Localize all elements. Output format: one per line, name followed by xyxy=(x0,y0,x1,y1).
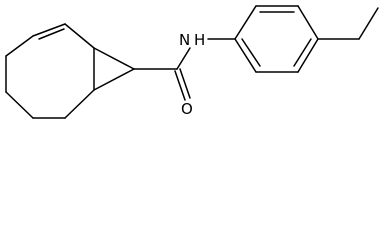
ring-bond-top-left xyxy=(32,23,66,37)
atom-label-hydrogen: H xyxy=(194,31,205,49)
bond-carbonyl-to-nitrogen xyxy=(176,47,191,70)
ethyl-group xyxy=(317,7,379,40)
ring-bond-upper-left xyxy=(5,35,34,57)
benzene-bond-6 xyxy=(234,38,257,73)
atom-label-oxygen: O xyxy=(181,100,193,118)
carbonyl-double-bond-left xyxy=(174,70,186,101)
benzene-inner-bond-right xyxy=(293,38,312,67)
benzene-inner-bond-left xyxy=(241,38,261,67)
ethyl-bond-2 xyxy=(358,7,379,40)
cyclooctene-ring xyxy=(5,23,95,119)
ring-bond-bottom-left xyxy=(5,91,34,119)
ring-bond-top-right xyxy=(64,23,95,49)
ring-bond-bottom-right xyxy=(64,89,95,119)
atom-label-nitrogen: N xyxy=(179,31,190,49)
cyclopropane-ring xyxy=(93,47,135,91)
carbonyl-double-bond-right xyxy=(179,68,191,99)
structure-canvas: N H O xyxy=(5,5,379,119)
benzene-bond-3 xyxy=(297,5,319,40)
chemical-structure-diagram: N H O xyxy=(5,5,379,119)
cyclopropane-bond-upper xyxy=(93,47,135,70)
benzene-ring xyxy=(234,5,319,73)
benzene-bond-1 xyxy=(234,5,257,40)
ring-double-bond-inner xyxy=(38,28,65,40)
amide-group xyxy=(133,38,236,101)
cyclopropane-bond-lower xyxy=(93,68,135,91)
benzene-bond-4 xyxy=(297,38,319,73)
